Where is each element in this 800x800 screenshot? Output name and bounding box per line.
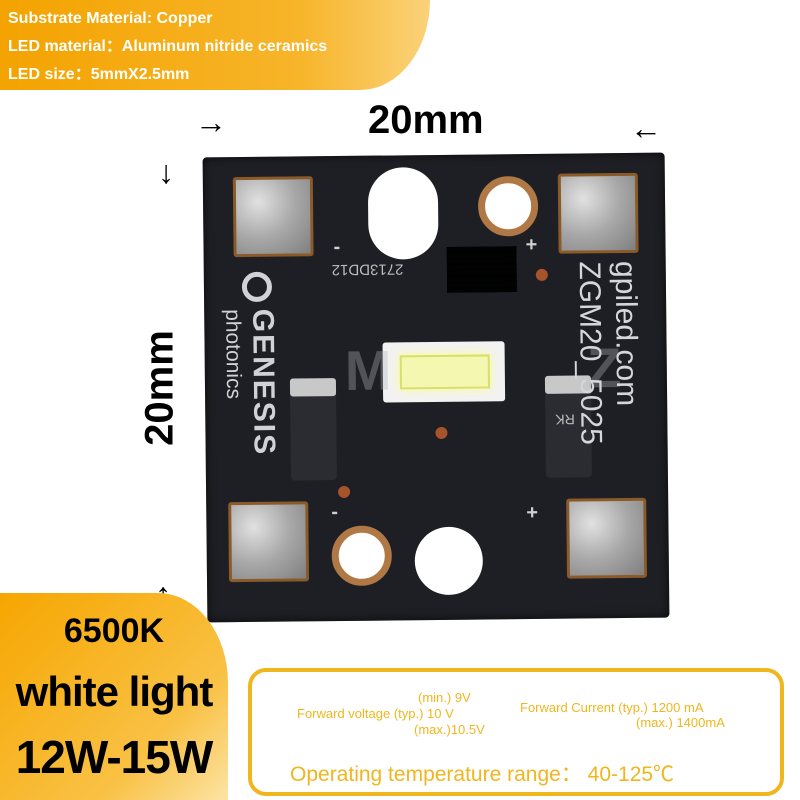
arrow-down-icon: ↓ xyxy=(158,154,174,190)
diode-left-cap xyxy=(289,378,337,397)
solder-pad-top-right xyxy=(557,172,639,254)
dimension-width: 20mm xyxy=(368,98,484,142)
voltage-min: (min.) 9V xyxy=(418,690,471,705)
mounting-slot-top xyxy=(367,166,439,260)
qr-code-icon xyxy=(446,246,518,293)
led-board: - + - + 2713DD12 RK M Z GENESIS photonic… xyxy=(202,152,712,623)
via-dot xyxy=(535,268,548,281)
polarity-plus-bottom: + xyxy=(526,501,539,525)
brand-url: gpiled.com xyxy=(608,260,644,407)
arrow-left-icon: ← xyxy=(630,110,662,146)
lot-code: 2713DD12 xyxy=(331,260,404,279)
spec-led-material: LED material：Aluminum nitride ceramics xyxy=(8,38,328,55)
mounting-hole-bottom xyxy=(414,526,484,596)
light-color: white light xyxy=(15,668,214,715)
brand-genesis: GENESIS xyxy=(246,308,281,457)
solder-pad-bottom-right xyxy=(566,497,648,579)
spec-substrate: Substrate Material: Copper xyxy=(8,10,213,27)
diode-mark: RK xyxy=(555,411,575,428)
current-max: (max.) 1400mA xyxy=(636,715,725,730)
polarity-plus-top: + xyxy=(525,233,538,257)
mounting-hole-bottom-left xyxy=(331,525,393,587)
spec-led-size: LED size：5mmX2.5mm xyxy=(8,66,190,83)
voltage-typ: Forward voltage (typ.) 10 V xyxy=(297,706,454,721)
polarity-minus-bottom: - xyxy=(331,501,339,524)
brand-photonics: photonics xyxy=(221,309,246,400)
arrow-right-icon: → xyxy=(195,104,227,140)
watermark: M Z xyxy=(344,335,712,402)
power-rating: 12W-15W xyxy=(15,731,214,783)
voltage-max: (max.)10.5V xyxy=(414,722,485,737)
electrical-spec-panel: (min.) 9V Forward voltage (typ.) 10 V (m… xyxy=(248,668,784,796)
operating-temperature: Operating temperature range： 40-125℃ xyxy=(290,763,675,786)
polarity-minus-top: - xyxy=(333,235,341,259)
dimension-height: 20mm xyxy=(137,330,182,446)
solder-pad-top-left xyxy=(232,176,314,258)
spec-badge xyxy=(0,593,228,800)
model-number: ZGM20_5025 xyxy=(572,261,608,446)
spec-banner: Substrate Material: Copper LED material：… xyxy=(0,0,430,90)
solder-pad-bottom-left xyxy=(228,501,310,583)
via-dot xyxy=(338,485,351,499)
color-temperature: 6500K xyxy=(63,612,165,650)
mounting-hole-top-right xyxy=(477,175,539,237)
via-dot xyxy=(435,426,448,440)
current-typ: Forward Current (typ.) 1200 mA xyxy=(520,700,704,715)
genesis-logo-icon xyxy=(241,271,273,303)
